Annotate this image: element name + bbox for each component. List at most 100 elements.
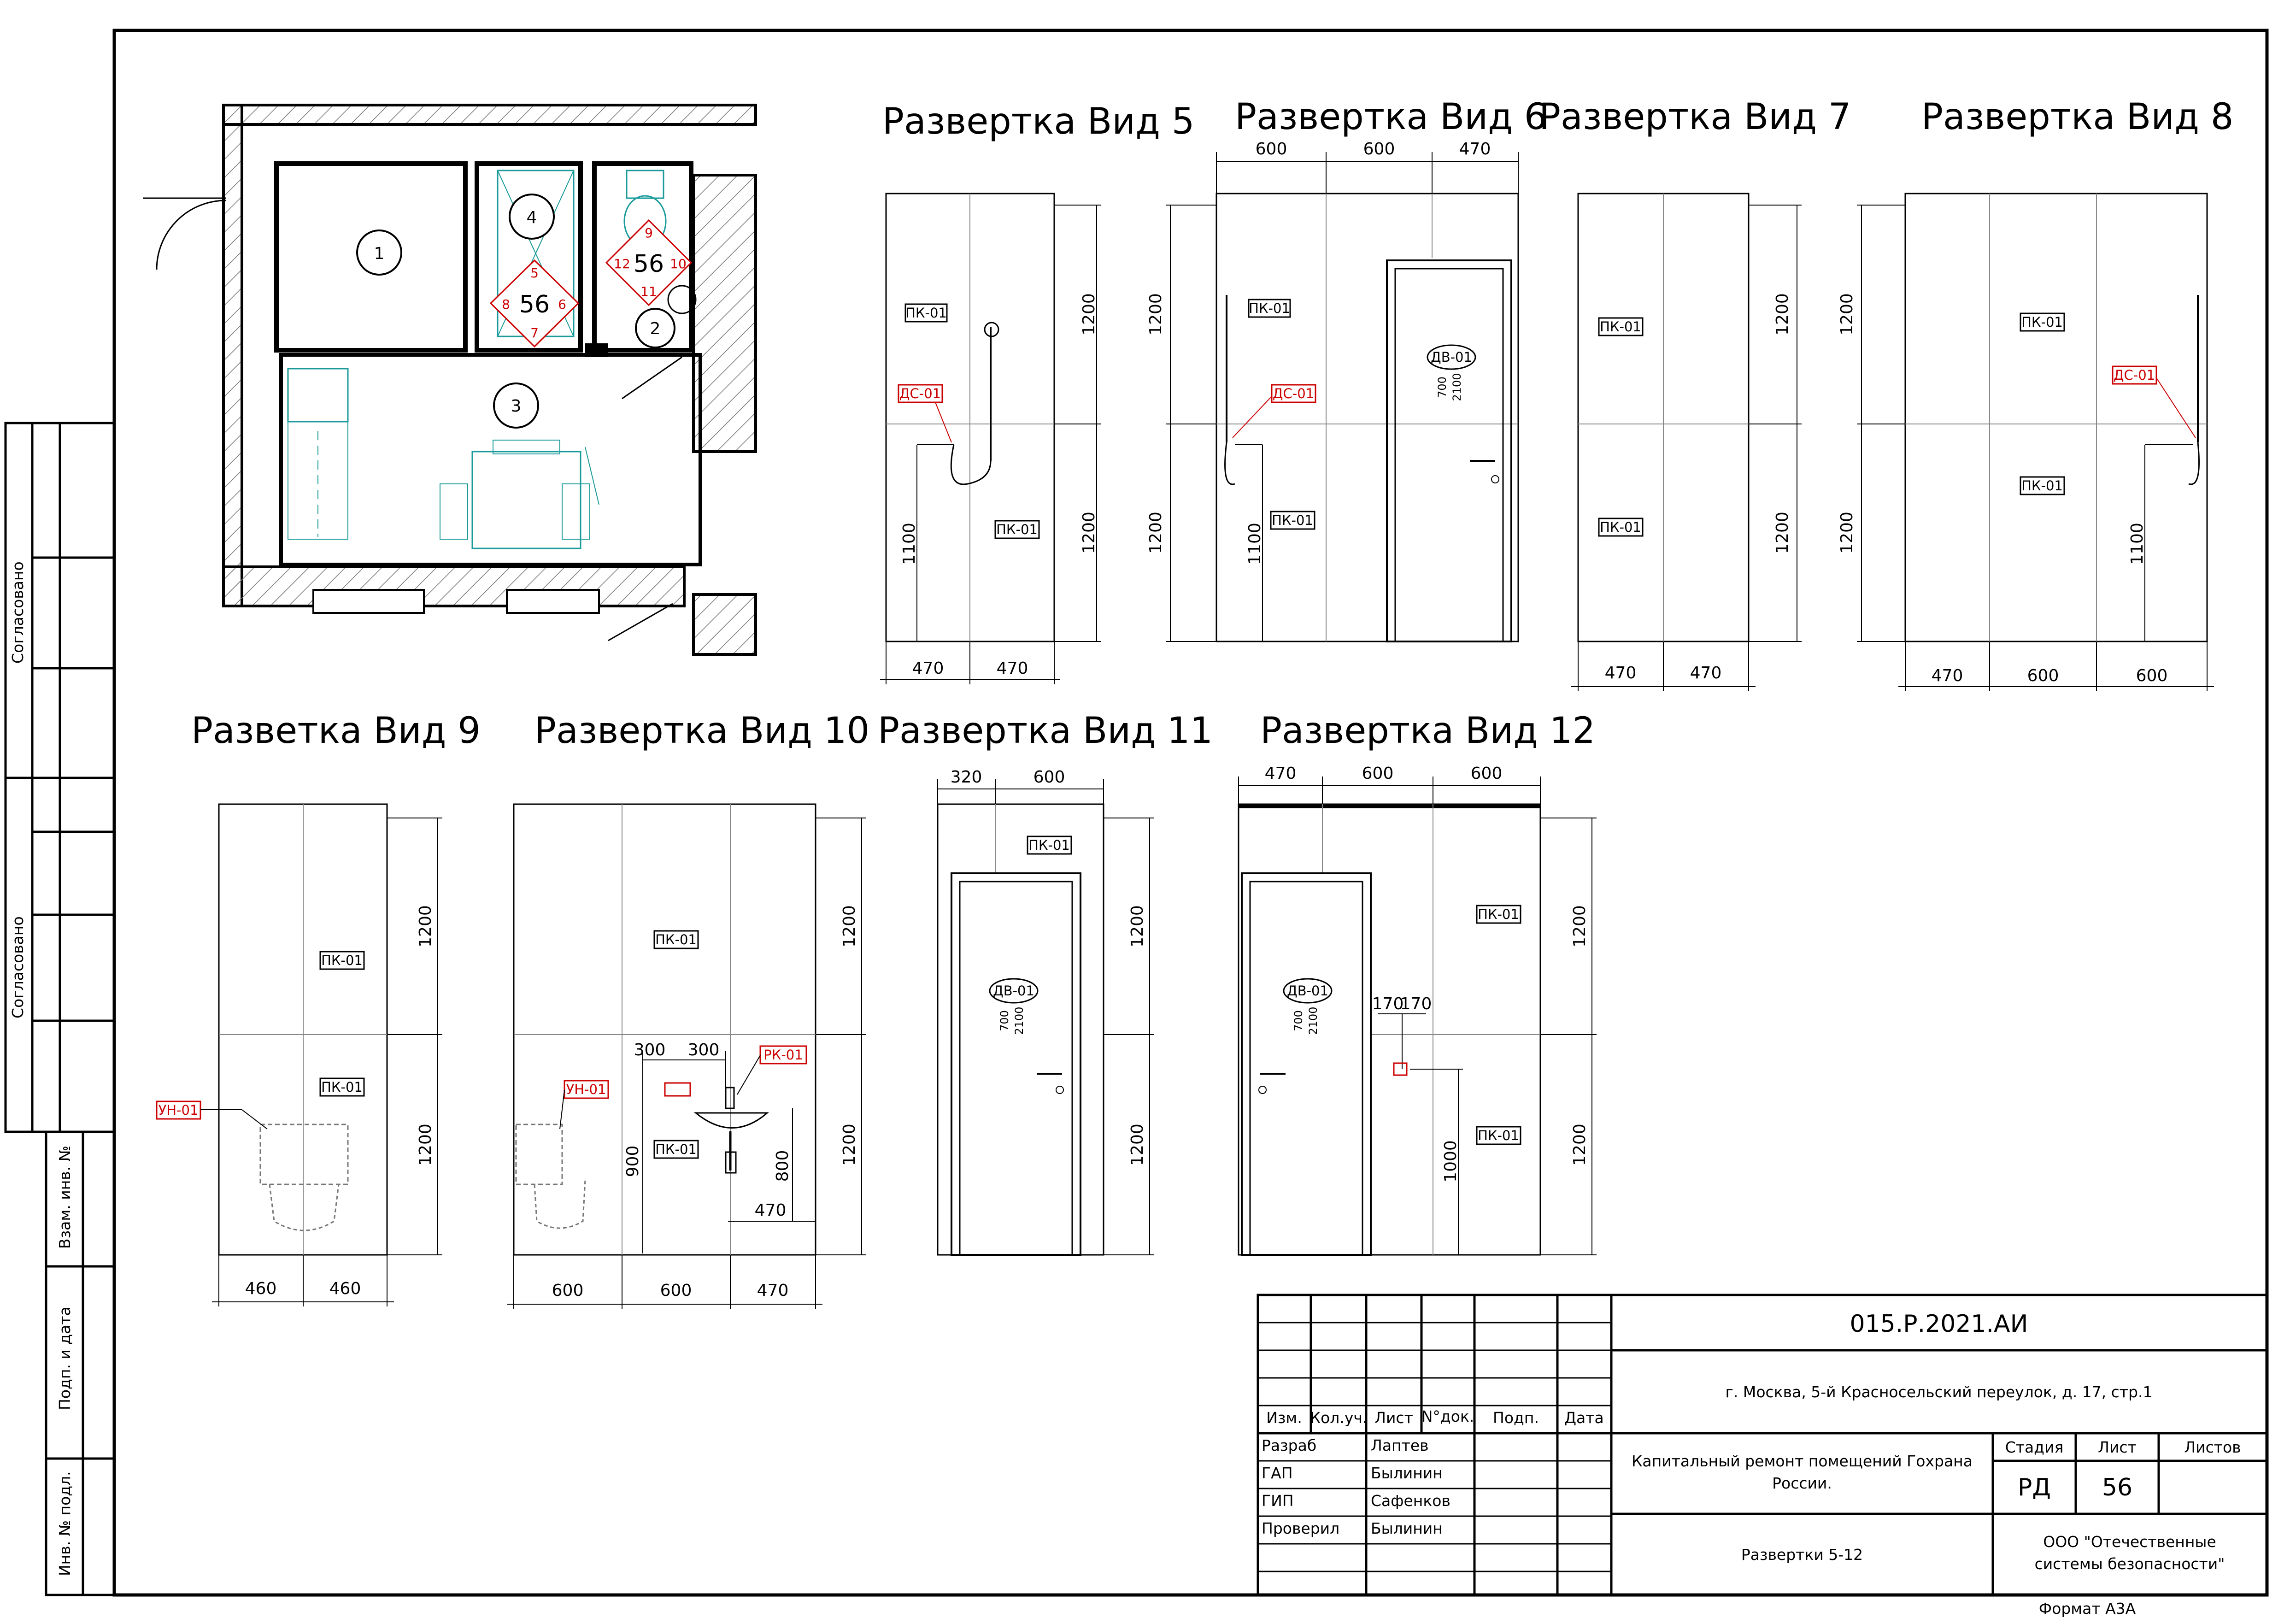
view10-dim-right-2: 1200 xyxy=(840,1124,859,1166)
view7-dim-bottom-2: 470 xyxy=(1690,664,1722,683)
view10-tag-un: УН-01 xyxy=(566,1082,606,1097)
sheet-ref-b: 56 xyxy=(634,250,664,278)
view10-dim-inner-5: 470 xyxy=(755,1201,787,1220)
view7-dim-bottom-1: 470 xyxy=(1605,664,1637,683)
view6-door-w: 700 xyxy=(1436,377,1449,398)
view6-title: Развертка Вид 6 xyxy=(1235,96,1547,138)
view10-elevation xyxy=(507,803,866,1309)
tb-name-2: Былинин xyxy=(1371,1464,1443,1482)
view11-tag-pk1: ПК-01 xyxy=(1028,837,1070,853)
view12-tag-pk1: ПК-01 xyxy=(1478,906,1519,922)
tb-hdr-kol: Кол.уч. xyxy=(1310,1409,1368,1427)
view8-tag-pk2: ПК-01 xyxy=(2021,478,2063,494)
tb-format: Формат А3А xyxy=(2039,1600,2136,1618)
view7-elevation xyxy=(1571,193,1802,691)
tb-stage: РД xyxy=(2018,1474,2051,1501)
tb-code: 015.Р.2021.АИ xyxy=(1850,1310,2028,1338)
view10-dim-inner-2: 300 xyxy=(688,1041,720,1059)
view8-tag-pk1: ПК-01 xyxy=(2021,314,2063,330)
view6-tag-pk1: ПК-01 xyxy=(1249,300,1290,316)
view12-tag-pk2: ПК-01 xyxy=(1478,1128,1519,1143)
sheet-frame xyxy=(112,29,2269,1597)
view7-title: Развертка Вид 7 xyxy=(1539,96,1851,138)
view12-dim-inner-3: 1000 xyxy=(1441,1140,1460,1183)
view6-door-tag: ДВ-01 xyxy=(1431,349,1472,365)
view-ref-9: 9 xyxy=(645,225,653,241)
tb-name-3: Сафенков xyxy=(1371,1492,1450,1510)
tb-org-line2: системы безопасности" xyxy=(2035,1555,2225,1573)
tb-hdr-izm: Изм. xyxy=(1266,1409,1302,1427)
view-ref-12: 12 xyxy=(614,256,630,271)
view5-dim-right-2: 1200 xyxy=(1080,512,1098,554)
view6-dim-left-2: 1200 xyxy=(1146,512,1165,554)
tb-sheet-title: Развертки 5-12 xyxy=(1741,1546,1863,1564)
view6-dim-top-3: 470 xyxy=(1459,140,1491,159)
view-ref-11: 11 xyxy=(640,284,657,299)
view5-dim-bottom-1: 470 xyxy=(912,659,944,678)
view9-dim-bottom-2: 460 xyxy=(329,1279,361,1298)
sheet-ref-a: 56 xyxy=(519,291,550,318)
view11-dim-top-1: 320 xyxy=(951,768,982,787)
tb-role-1: Разраб xyxy=(1262,1436,1316,1454)
view9-elevation xyxy=(156,803,442,1306)
view12-elevation xyxy=(1238,777,1597,1256)
view6-dim-inner: 1100 xyxy=(1245,523,1264,565)
view5-tag-ds: ДС-01 xyxy=(899,386,941,401)
view-ref-5: 5 xyxy=(530,265,539,281)
tb-stage-label: Стадия xyxy=(2005,1438,2064,1456)
view10-dim-inner-4: 800 xyxy=(773,1150,792,1182)
view7-dim-right-2: 1200 xyxy=(1773,512,1792,554)
view12-door-h: 2100 xyxy=(1307,1006,1320,1035)
tb-hdr-list: Лист xyxy=(1374,1409,1413,1427)
view5-dim-right-1: 1200 xyxy=(1080,293,1098,335)
view12-dim-right-1: 1200 xyxy=(1570,905,1589,947)
view5-title: Развертка Вид 5 xyxy=(882,101,1194,142)
view5-dim-inner: 1100 xyxy=(900,523,919,565)
view9-dim-right-1: 1200 xyxy=(416,905,435,947)
view12-dim-top-3: 600 xyxy=(1471,764,1503,783)
view12-door-tag: ДВ-01 xyxy=(1287,983,1328,999)
view-ref-7: 7 xyxy=(530,325,539,341)
view12-title: Развертка Вид 12 xyxy=(1260,710,1595,752)
view-ref-10: 10 xyxy=(670,256,687,271)
tb-address: г. Москва, 5-й Красносельский переулок, … xyxy=(1726,1383,2153,1401)
agreed-label-1: Согласовано xyxy=(9,561,27,664)
view8-title: Развертка Вид 8 xyxy=(1921,96,2233,138)
tb-hdr-data: Дата xyxy=(1564,1409,1603,1427)
view-ref-6: 6 xyxy=(558,297,566,312)
view11-title: Развертка Вид 11 xyxy=(878,710,1213,752)
view10-dim-bottom-2: 600 xyxy=(660,1281,692,1300)
view6-tag-ds: ДС-01 xyxy=(1273,386,1314,401)
room-number-4: 4 xyxy=(527,208,537,227)
view12-dim-top-2: 600 xyxy=(1362,764,1394,783)
view-ref-8: 8 xyxy=(502,297,510,312)
floor-plan xyxy=(143,104,757,656)
view8-dim-inner: 1100 xyxy=(2128,523,2147,565)
view9-dim-bottom-1: 460 xyxy=(245,1279,277,1298)
view8-dim-bottom-1: 470 xyxy=(1932,666,1963,685)
view11-door-h: 2100 xyxy=(1013,1006,1026,1035)
view6-door-h: 2100 xyxy=(1450,373,1463,401)
side-strips xyxy=(4,422,116,1596)
tb-sheet-no: 56 xyxy=(2102,1474,2132,1501)
view8-tag-ds: ДС-01 xyxy=(2114,367,2155,383)
tb-role-2: ГАП xyxy=(1262,1464,1293,1482)
view5-tag-pk2: ПК-01 xyxy=(996,522,1038,537)
title-block xyxy=(1257,1294,2268,1596)
view5-dim-bottom-2: 470 xyxy=(997,659,1028,678)
view12-door-w: 700 xyxy=(1292,1010,1305,1031)
tb-project-line1: Капитальный ремонт помещений Гохрана xyxy=(1632,1452,1973,1470)
view8-dim-left-2: 1200 xyxy=(1838,512,1856,554)
view11-dim-top-2: 600 xyxy=(1033,768,1065,787)
inv-replace-label: Взам. инв. № xyxy=(56,1146,74,1249)
tb-sheet-label: Лист xyxy=(2098,1438,2137,1456)
view7-tag-pk1: ПК-01 xyxy=(1600,319,1641,335)
tb-name-1: Лаптев xyxy=(1371,1436,1429,1454)
view12-dim-inner-2: 170 xyxy=(1400,994,1432,1013)
view10-dim-right-1: 1200 xyxy=(840,905,859,947)
view11-dim-right-2: 1200 xyxy=(1128,1124,1147,1166)
view8-dim-bottom-3: 600 xyxy=(2136,666,2168,685)
view6-tag-pk2: ПК-01 xyxy=(1272,512,1313,528)
view12-dim-right-2: 1200 xyxy=(1570,1124,1589,1166)
view10-tag-rk: РК-01 xyxy=(763,1047,803,1063)
